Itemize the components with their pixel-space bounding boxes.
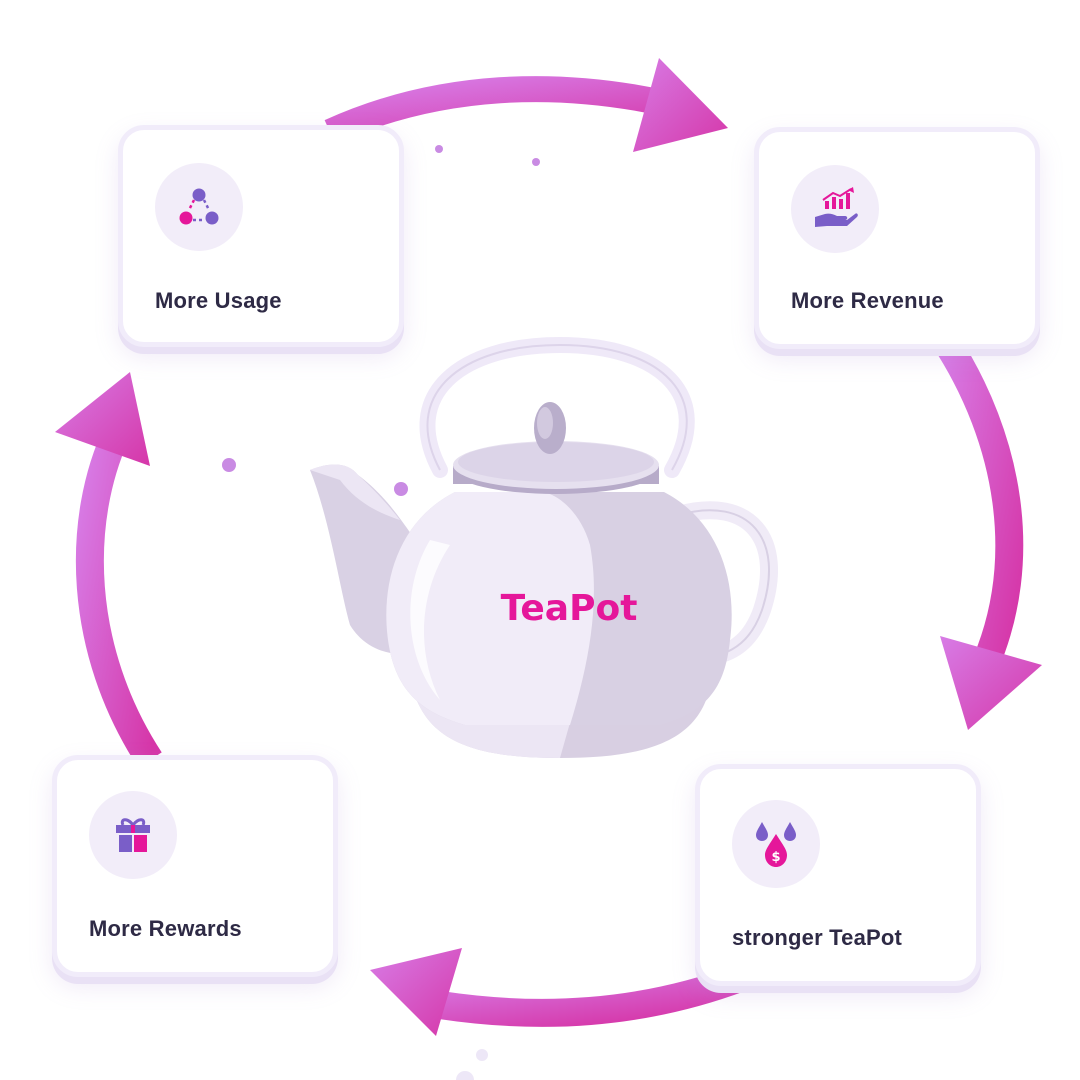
arrow-stronger-to-rewards — [370, 948, 745, 1036]
arrow-usage-to-revenue — [324, 58, 728, 152]
node-label-stronger: stronger TeaPot — [732, 925, 903, 950]
node-card-rewards: More Rewards — [52, 755, 338, 977]
network-nodes-icon — [155, 163, 243, 251]
node-card-revenue: More Revenue — [754, 127, 1040, 349]
hand-chart-icon — [791, 165, 879, 253]
drops-dollar-icon: $ — [732, 800, 820, 888]
node-label-revenue: More Revenue — [791, 288, 944, 313]
gift-icon — [89, 791, 177, 879]
svg-text:$: $ — [771, 850, 780, 865]
node-card-stronger: $ stronger TeaPot — [695, 764, 981, 986]
arrow-revenue-to-stronger — [933, 332, 1042, 730]
teapot-illustration: TeaPot — [310, 336, 778, 758]
center-label: TeaPot — [501, 588, 638, 629]
decorative-dots — [222, 145, 540, 1080]
node-label-rewards: More Rewards — [89, 916, 242, 941]
node-card-usage: More Usage — [118, 125, 404, 347]
node-label-usage: More Usage — [155, 288, 282, 313]
arrow-rewards-to-usage — [55, 372, 162, 768]
